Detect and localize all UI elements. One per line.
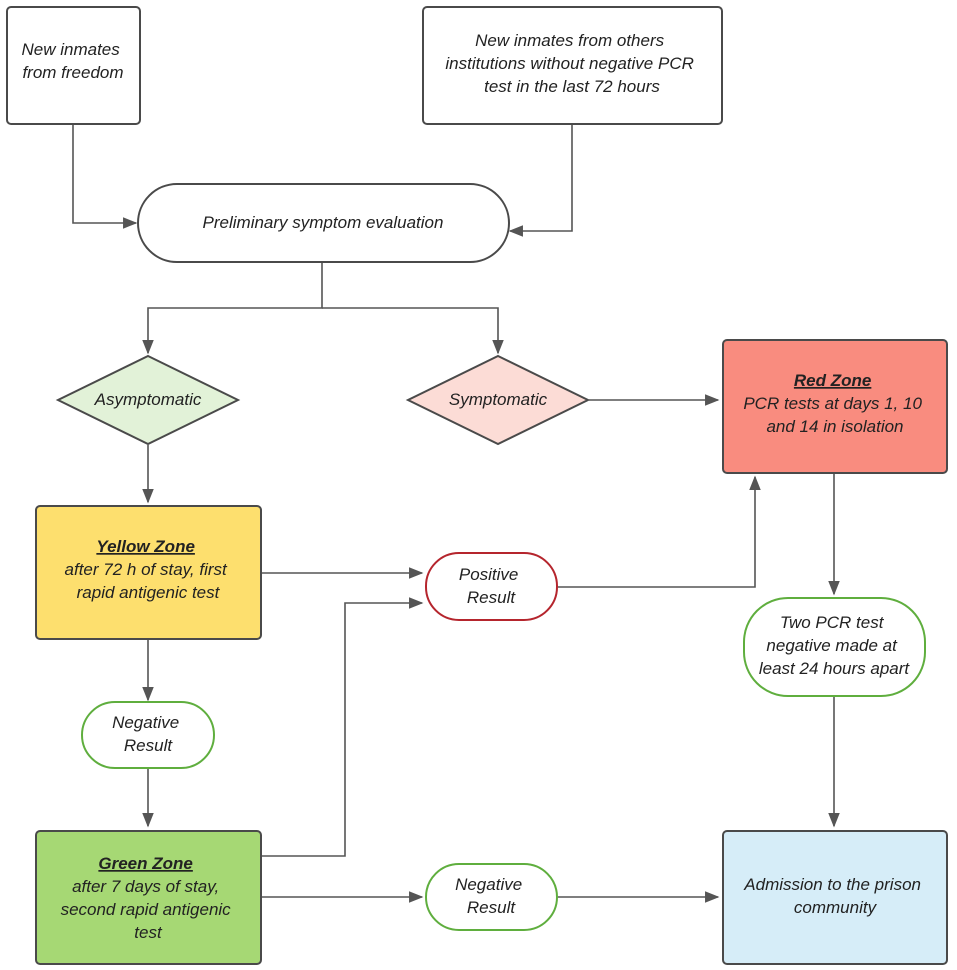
connectors [72, 124, 840, 903]
node-preliminary-evaluation: Preliminary symptom evaluation [137, 183, 510, 263]
svg-text:Negative Result: Negative Result [455, 875, 527, 917]
node-symptomatic-decision: Symptomatic [405, 354, 591, 446]
node-yellow-zone: Yellow Zone after 72 h of stay, first ra… [35, 505, 262, 640]
svg-text:Two PCR test negative ma: Two PCR test negative made at least 24 h… [759, 613, 911, 678]
node-negative-result-yellow: Negative Result [81, 701, 215, 769]
node-two-pcr-negative: Two PCR test negative made at least 24 h… [743, 597, 926, 697]
connector-green-zone-to-positive [262, 597, 424, 857]
svg-text:Red Zone PCR tests at da: Red Zone PCR tests at days 1, 10 and 14 … [743, 371, 926, 436]
svg-text:Yellow Zone after 72 h o: Yellow Zone after 72 h of stay, first ra… [65, 537, 232, 602]
svg-text:New inmates from freedom: New inmates from freedom [22, 40, 125, 82]
connector-preliminary-to-symptomatic [322, 307, 504, 355]
svg-text:Asymptomatic: Asymptomatic [94, 390, 202, 409]
svg-text:Negative Result: Negative Result [112, 713, 184, 755]
node-negative-result-green: Negative Result [425, 863, 558, 931]
svg-text:Positive Result: Positive Result [459, 565, 523, 607]
svg-text:New inmates from others: New inmates from others institutions wit… [445, 31, 698, 96]
node-asymptomatic-decision: Asymptomatic [55, 354, 241, 446]
node-inmates-freedom: New inmates from freedom [6, 6, 141, 125]
svg-text:Symptomatic: Symptomatic [449, 390, 548, 409]
connector-institutions-to-preliminary [508, 124, 573, 237]
node-inmates-institutions: New inmates from others institutions wit… [422, 6, 723, 125]
node-green-zone: Green Zone after 7 days of stay, second … [35, 830, 262, 965]
node-admission: Admission to the prison community [722, 830, 948, 965]
svg-text:Admission to the prison: Admission to the prison community [743, 875, 925, 917]
svg-text:Green Zone after 7 days: Green Zone after 7 days of stay, second … [61, 854, 236, 942]
svg-text:Preliminary symptom evaluation: Preliminary symptom evaluation [203, 213, 444, 232]
connector-freedom-to-preliminary [72, 124, 138, 229]
connector-positive-to-red-zone [558, 475, 761, 588]
node-red-zone: Red Zone PCR tests at days 1, 10 and 14 … [722, 339, 948, 474]
connector-preliminary-to-asymptomatic [142, 261, 323, 355]
node-positive-result: Positive Result [425, 552, 558, 621]
